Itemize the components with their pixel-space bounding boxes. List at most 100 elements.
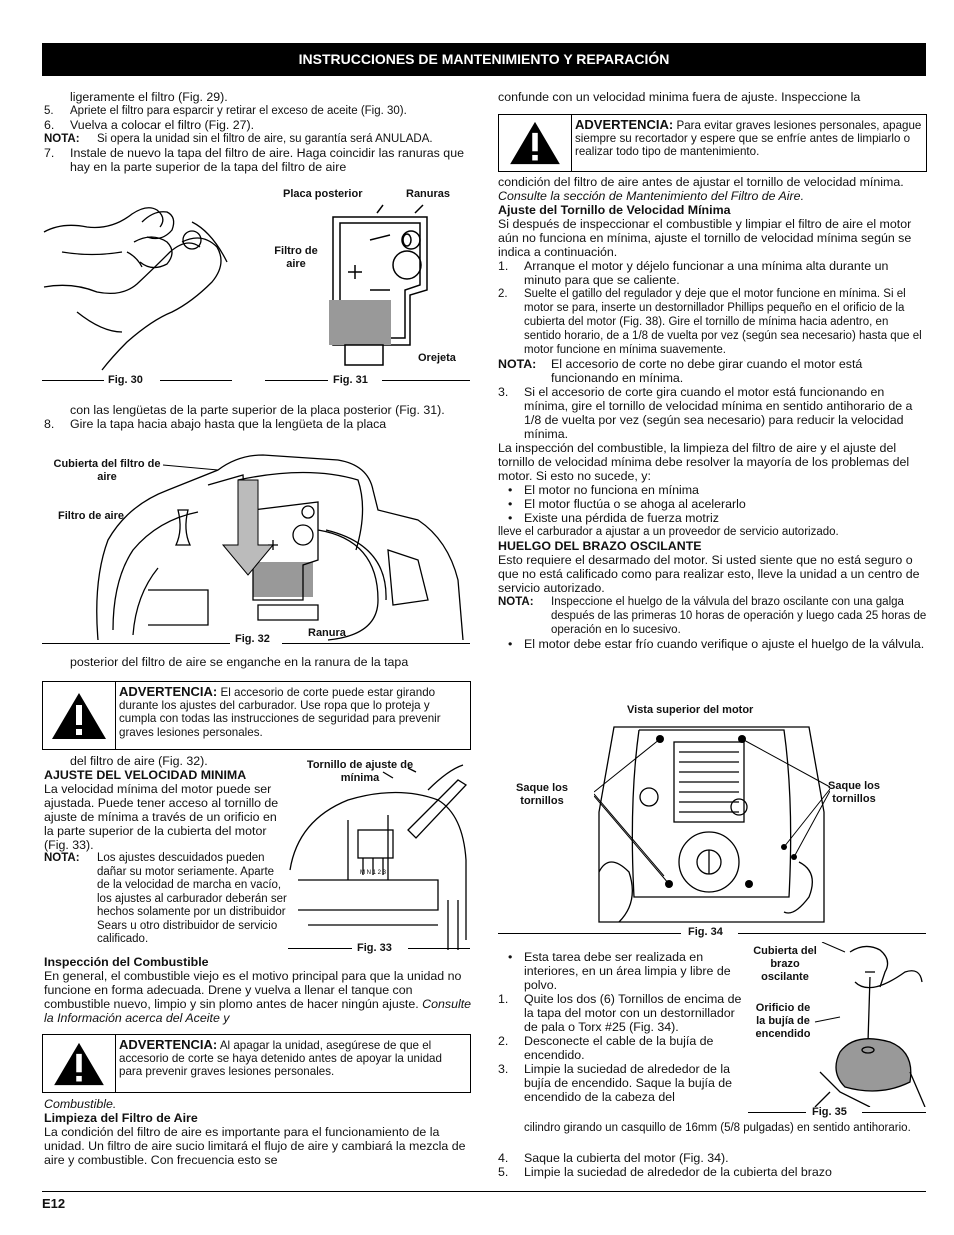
fig33-tornillo-label: Tornillo de ajuste de mínima [306,759,414,784]
fig31-filter-cover-illustration [329,204,428,366]
text-tornillo: Si después de inspeccionar el combustibl… [498,217,912,259]
step-num: 3. [498,1062,509,1076]
nota-2: Los ajustes descuidados pueden dañar su … [97,852,287,945]
fig34-engine-top-illustration [594,726,830,923]
warning-title: ADVERTENCIA: [119,1037,218,1052]
fig35-rocker-cover-illustration [814,942,926,1107]
left-column-top: ligeramente el filtro (Fig. 29). 5.Aprie… [44,90,474,174]
text: condición del filtro de aire antes de aj… [498,175,904,189]
svg-text:M N 1 2 3: M N 1 2 3 [360,870,387,876]
step-num: 2. [498,1034,509,1048]
step-q2: Desconecte el cable de la bujía de encen… [524,1034,714,1062]
footer-rule [42,1191,926,1192]
step-num: 1. [498,992,509,1006]
right-column-q3b: cilindro girando un casquillo de 16mm (5… [524,1121,928,1135]
fig31-filtro-label: Filtro de aire [274,245,318,270]
fig34-right-label: Saque los tornillos [828,780,880,805]
text-huelgo: Esto requiere el desarmado del motor. Si… [498,553,920,595]
fig30-hand-illustration [43,207,228,371]
step-6: Vuelva a colocar el filtro (Fig. 27). [70,118,255,132]
fig32-engine-illustration [96,454,464,641]
warning-box-3: ADVERTENCIA: Para evitar graves lesiones… [498,114,927,172]
bullet-4: El motor debe estar frío cuando verifiqu… [524,637,925,651]
warning-text: El accesorio de corte puede estar girand… [119,686,441,739]
left-column-ajuste: del filtro de aire (Fig. 32). AJUSTE DEL… [44,754,288,947]
left-column-p3: posterior del filtro de aire se enganche… [44,655,474,669]
step-num: 3. [498,385,509,399]
bullet: • [508,637,513,651]
fig35-label: Fig. 35 [812,1106,847,1118]
right-column-main: condición del filtro de aire antes de aj… [498,175,928,651]
warning-text: Para evitar graves lesiones personales, … [575,119,922,159]
fig34-label: Fig. 34 [688,926,723,938]
right-column-p1: confunde con un velocidad minima fuera d… [498,90,928,104]
step-3: Si el accesorio de corte gira cuando el … [524,385,913,441]
fig31-placa-label: Placa posterior [283,188,363,200]
left-column-limp: Combustible. Limpieza del Filtro de Aire… [44,1097,474,1167]
step-num: 4. [498,1151,509,1165]
text: ligeramente el filtro (Fig. 29). [70,90,228,104]
fig34-title: Vista superior del motor [627,704,754,716]
fig33-carburetor-illustration: M N 1 2 3 [289,764,468,950]
bullet-1: El motor no funciona en mínima [524,483,699,497]
text-ref: Consulte la sección de Mantenimiento del… [498,189,805,203]
page-number: E12 [42,1196,66,1211]
heading-inspeccion: Inspección del Combustible [44,955,209,969]
text-combustible: Combustible. [44,1097,117,1111]
step-8: Gire la tapa hacia abajo hasta que la le… [70,417,387,431]
step-1: Arranque el motor y déjelo funcionar a u… [524,259,889,287]
fig32-filtro-label: Filtro de aire [58,510,125,522]
bullet-3: Existe una pérdida de fuerza motriz [524,511,719,525]
text: confunde con un velocidad minima fuera d… [498,90,861,104]
step-q1: Quite los dos (6) Tornillos de encima de… [524,992,742,1034]
step-q5: Limpie la suciedad de alrededor de la cu… [524,1165,832,1179]
fig31-ranuras-label: Ranuras [406,188,451,200]
bullet: • [508,511,513,525]
nota-4: Inspeccione el huelgo de la válvula del … [551,596,927,636]
fig34-left-label: Saque los tornillos [516,782,568,807]
warning-icon [43,1035,116,1092]
fig31-orejeta-label: Orejeta [418,352,456,364]
warning-title: ADVERTENCIA: [119,684,218,699]
step-num: 1. [498,259,509,273]
text: del filtro de aire (Fig. 32). [70,754,208,768]
bullet: • [508,497,513,511]
nota-label: NOTA: [44,852,80,864]
right-column-end: 4. Saque la cubierta del motor (Fig. 34).… [498,1151,928,1179]
step-num: 2. [498,288,508,300]
text: posterior del filtro de aire se enganche… [70,655,409,669]
fig33-label: Fig. 33 [357,942,392,954]
fig30-label: Fig. 30 [108,374,143,386]
nota-1: Si opera la unidad sin el filtro de aire… [97,133,433,145]
fig35-cubierta-label: Cubierta del brazo oscilante [753,945,817,983]
text-inspeccion-resumen: La inspección del combustible, la limpie… [498,441,910,483]
warning-box-2: ADVERTENCIA: Al apagar la unidad, asegúr… [42,1034,471,1093]
nota-label: NOTA: [498,596,534,608]
left-column-mid: con las lengüetas de la parte superior d… [44,403,474,431]
fig35-orificio-label: Orificio de la bujía de encendido [755,1002,811,1040]
step-num: 7. [44,146,55,160]
nota-label: NOTA: [498,357,537,371]
step-q3a: Limpie la suciedad de alrededor de la bu… [524,1062,733,1104]
heading-tornillo: Ajuste del Tornillo de Velocidad Mínima [498,203,731,217]
left-column-insp: Inspección del Combustible En general, e… [44,955,474,1025]
right-column-lower: •Esta tarea debe ser realizada en interi… [498,950,748,1104]
fig32-cubierta-label: Cubierta del filtro de aire [53,458,161,483]
step-num: 5. [498,1165,509,1179]
text-carburador: lleve el carburador a ajustar a un prove… [498,526,839,538]
bullet-2: El motor fluctúa o se ahoga al acelerarl… [524,497,746,511]
warning-title: ADVERTENCIA: [575,117,674,132]
heading-limpieza: Limpieza del Filtro de Aire [44,1111,198,1125]
text-limpieza: La condición del filtro de aire es impor… [44,1125,466,1167]
step-7: Instale de nuevo la tapa del filtro de a… [70,146,464,174]
text-inspeccion: En general, el combustible viejo es el m… [44,969,462,1011]
warning-box-1: ADVERTENCIA: El accesorio de corte puede… [42,681,471,750]
step-q4: Saque la cubierta del motor (Fig. 34). [524,1151,729,1165]
section-header: INSTRUCCIONES DE MANTENIMIENTO Y REPARAC… [42,43,926,76]
bullet: • [508,950,513,964]
text: con las lengüetas de la parte superior d… [70,403,445,417]
heading-huelgo: HUELGO DEL BRAZO OSCILANTE [498,539,702,553]
heading-ajuste: AJUSTE DEL VELOCIDAD MINIMA [44,768,247,782]
step-q3b: cilindro girando un casquillo de 16mm (5… [524,1122,911,1134]
warning-icon [499,115,572,171]
